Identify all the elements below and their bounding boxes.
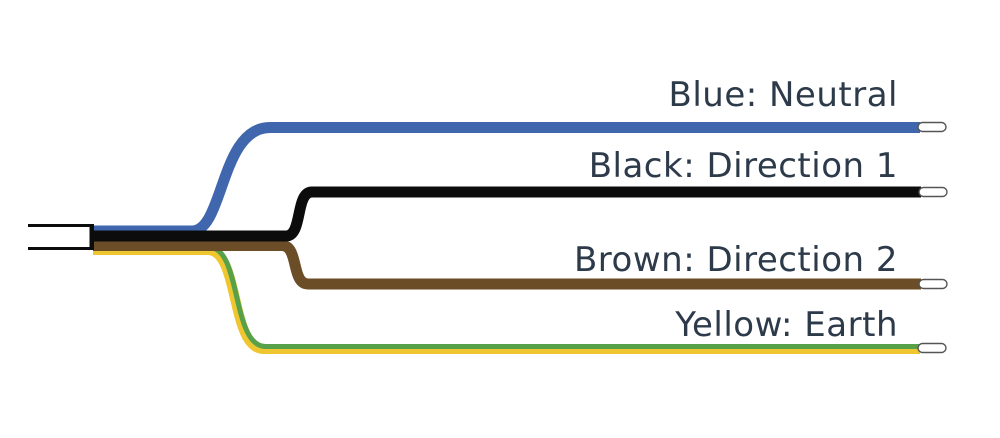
wire-tip-earth-outline [917, 342, 947, 354]
black-wire-label: Black: Direction 1 [588, 146, 898, 186]
wire-tip-blue [918, 122, 946, 132]
brown-wire-label: Brown: Direction 2 [573, 240, 898, 280]
wire-tip-black-outline [918, 186, 948, 198]
wire-tip-brown [919, 279, 947, 289]
cable-sheath-outline [28, 224, 94, 250]
brown-wire [93, 240, 921, 290]
wire-tip-brown-outline [918, 278, 948, 290]
black-wire [93, 186, 921, 242]
blue-wire [93, 122, 920, 237]
wire-tip-black [919, 187, 947, 197]
cable-sheath [29, 225, 93, 249]
wire-tip-earth [918, 343, 946, 353]
wire-tip-blue-outline [917, 121, 947, 133]
earth-wire-label: Yellow: Earth [675, 305, 898, 345]
blue-wire-label: Blue: Neutral [668, 75, 898, 115]
